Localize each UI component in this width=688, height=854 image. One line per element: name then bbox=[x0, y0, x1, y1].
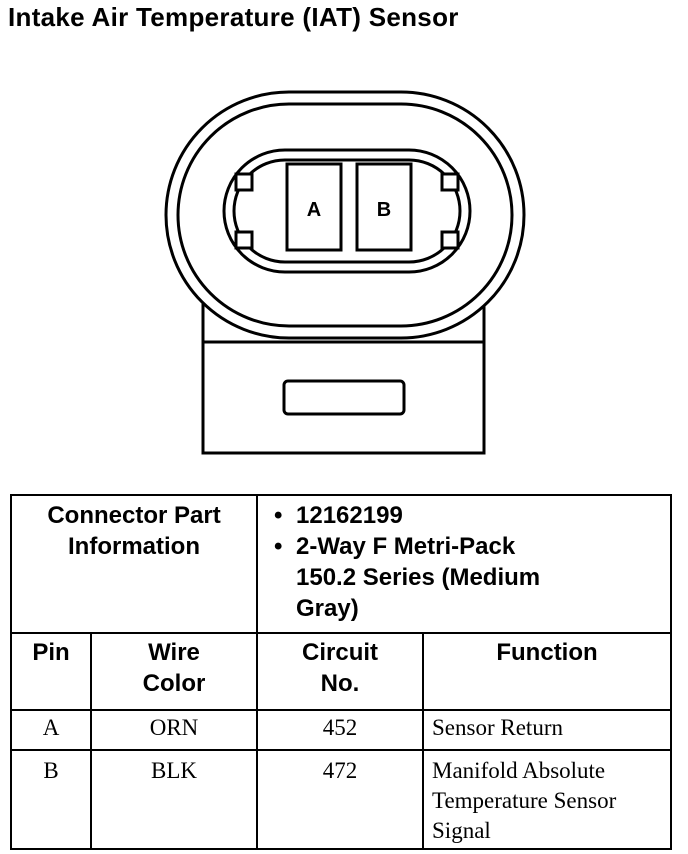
part-description-line-1: 2-Way F Metri-Pack bbox=[296, 533, 516, 560]
row-a-function-line-1: Sensor Return bbox=[432, 715, 563, 740]
row-b-function-line-2: Temperature Sensor bbox=[432, 788, 617, 813]
part-info-row: Connector Part Information • 12162199 • … bbox=[9, 494, 673, 634]
connector-cavity-outer bbox=[222, 148, 472, 274]
pin-a-label: A bbox=[307, 199, 321, 221]
part-description-line-2: 150.2 Series (Medium bbox=[296, 564, 541, 591]
part-number: 12162199 bbox=[296, 502, 403, 529]
part-number-item: • 12162199 bbox=[274, 500, 670, 531]
part-description-item: • 2-Way F Metri-Pack bbox=[274, 531, 670, 562]
header-circuit-line-2: No. bbox=[320, 670, 360, 697]
header-wire-color-line-2: Color bbox=[142, 670, 206, 697]
key-notch-bottom-left bbox=[234, 230, 254, 250]
pin-b-terminal bbox=[355, 162, 413, 252]
pin-b-label: B bbox=[377, 199, 391, 221]
key-notch-bottom-right bbox=[440, 230, 460, 250]
row-a-pin: A bbox=[10, 709, 92, 751]
header-circuit-line-1: Circuit bbox=[302, 639, 379, 666]
pin-a-terminal bbox=[285, 162, 343, 252]
connector-lock-slot bbox=[282, 379, 406, 416]
table-row: B BLK 472 Manifold Absolute Temperature … bbox=[10, 749, 673, 850]
header-pin-text: Pin bbox=[32, 639, 70, 666]
connector-outer-shell bbox=[164, 90, 526, 340]
diagram-title: Intake Air Temperature (IAT) Sensor bbox=[8, 2, 459, 32]
connector-tab-housing bbox=[201, 300, 486, 455]
row-a-wire-color: ORN bbox=[89, 709, 259, 751]
row-b-function-line-1: Manifold Absolute bbox=[432, 758, 606, 783]
part-description-line-3: Gray) bbox=[296, 595, 359, 622]
connector-shell-rim bbox=[176, 102, 514, 328]
row-b-wire-color: BLK bbox=[89, 749, 259, 850]
connector-cavity-inner bbox=[232, 158, 462, 264]
row-b-function-line-3: Signal bbox=[432, 818, 491, 843]
row-a-function: Sensor Return bbox=[422, 709, 673, 751]
table-row: A ORN 452 Sensor Return bbox=[10, 709, 673, 751]
key-notch-top-right bbox=[440, 172, 460, 192]
iat-connector-illustration: A B bbox=[164, 90, 526, 455]
part-info-label-line-1: Connector Part bbox=[47, 502, 221, 529]
row-b-circuit: 472 bbox=[256, 749, 425, 850]
part-info-label-cell: Connector Part Information bbox=[9, 494, 259, 634]
row-b-pin: B bbox=[10, 749, 92, 850]
row-b-function: Manifold Absolute Temperature Sensor Sig… bbox=[422, 749, 673, 850]
header-function: Function bbox=[422, 632, 673, 711]
row-a-circuit: 452 bbox=[256, 709, 425, 751]
part-info-values-cell: • 12162199 • 2-Way F Metri-Pack 150.2 Se… bbox=[256, 494, 673, 634]
table-header-row: Pin Wire Color Circuit No. Function bbox=[10, 632, 673, 711]
header-circuit-no: Circuit No. bbox=[256, 632, 425, 711]
key-notch-top-left bbox=[234, 172, 254, 192]
connector-info-table: Connector Part Information • 12162199 • … bbox=[9, 494, 673, 850]
header-wire-color: Wire Color bbox=[89, 632, 259, 711]
part-info-label-line-2: Information bbox=[68, 533, 200, 560]
header-function-text: Function bbox=[496, 639, 598, 666]
bullet-icon: • bbox=[274, 533, 283, 560]
bullet-icon: • bbox=[274, 502, 283, 529]
header-wire-color-line-1: Wire bbox=[148, 639, 200, 666]
header-pin: Pin bbox=[10, 632, 92, 711]
